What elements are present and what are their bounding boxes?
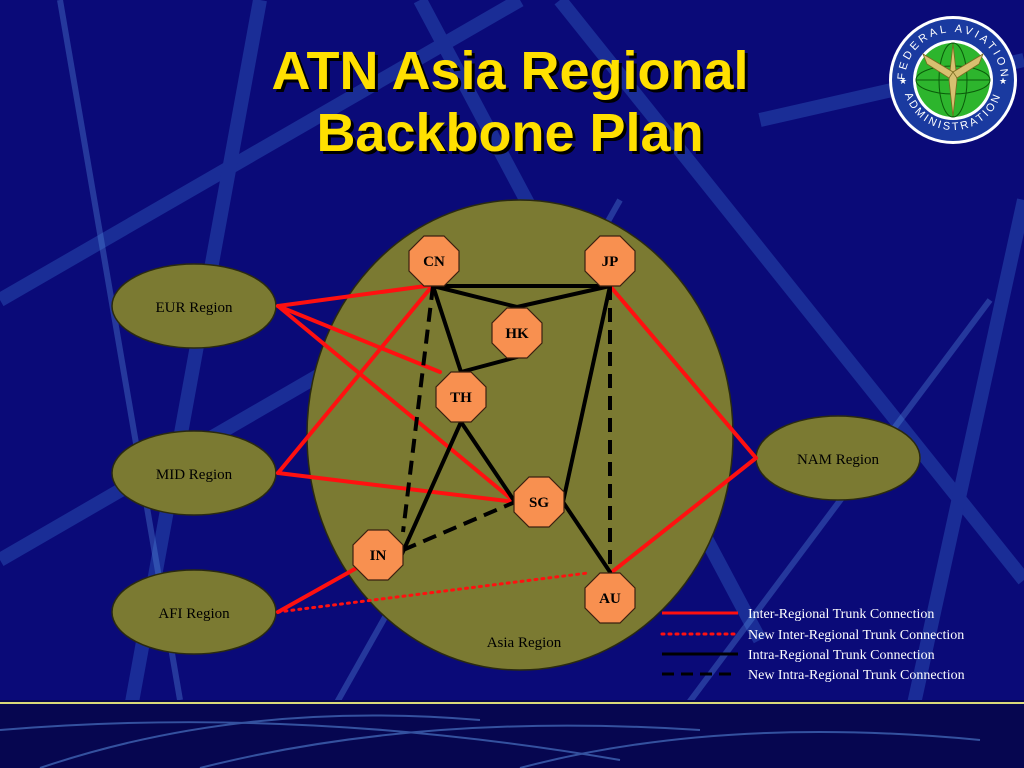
node-jp-label: JP (602, 254, 619, 270)
link-eur-cn (276, 283, 435, 308)
node-in-label: IN (370, 548, 387, 564)
link-eur-sg (276, 304, 517, 504)
node-jp: JP (584, 235, 636, 287)
asia-region-label: Asia Region (487, 635, 562, 651)
node-au: AU (584, 572, 636, 624)
afi-region-label: AFI Region (158, 606, 230, 622)
node-in: IN (352, 529, 404, 581)
link-cn-hk (431, 284, 519, 309)
slide-title: ATN Asia Regional Backbone Plan (150, 40, 870, 164)
nam-region: NAM Region (755, 415, 921, 501)
link-sg-au (561, 500, 612, 574)
node-th-label: TH (450, 390, 472, 406)
node-hk-label: HK (505, 326, 529, 342)
new-intra-regional-connections (401, 285, 612, 572)
legend-label: Intra-Regional Trunk Connection (748, 648, 935, 663)
nam-region-label: NAM Region (797, 452, 880, 468)
faa-seal-logo: FEDERAL AVIATION ADMINISTRATION ★ ★ (889, 16, 1017, 144)
node-au-label: AU (599, 591, 621, 607)
legend-item-intra-regional: Intra-Regional Trunk Connection (662, 648, 935, 663)
legend-item-inter-regional: Inter-Regional Trunk Connection (662, 607, 934, 622)
link-hk-th (459, 355, 519, 374)
node-sg: SG (513, 476, 565, 528)
link-nam-jp (608, 284, 758, 460)
link-eur-th (276, 304, 442, 374)
link-jp-sg (561, 284, 612, 504)
eur-region: EUR Region (111, 263, 277, 349)
title-line-1: ATN Asia Regional (271, 41, 749, 101)
legend: Inter-Regional Trunk Connection New Inte… (660, 607, 965, 683)
link-afi-au (276, 571, 590, 614)
node-cn: CN (408, 235, 460, 287)
mid-region-label: MID Region (156, 467, 233, 483)
eur-region-label: EUR Region (155, 300, 233, 316)
legend-label: New Intra-Regional Trunk Connection (748, 668, 965, 683)
legend-item-new-inter-regional: New Inter-Regional Trunk Connection (660, 628, 964, 643)
node-hk: HK (491, 307, 543, 359)
new-inter-regional-connections (276, 571, 590, 614)
legend-label: New Inter-Regional Trunk Connection (748, 628, 964, 643)
intra-regional-connections (399, 284, 612, 574)
afi-region: AFI Region (111, 569, 277, 655)
node-th: TH (435, 371, 487, 423)
svg-text:★: ★ (899, 76, 907, 86)
link-mid-sg (276, 471, 517, 504)
link-in-sg (402, 500, 516, 552)
node-cn-label: CN (423, 254, 445, 270)
link-nam-au (610, 456, 758, 574)
link-th-sg (459, 420, 517, 504)
legend-item-new-intra-regional: New Intra-Regional Trunk Connection (662, 668, 965, 683)
link-cn-in (401, 285, 435, 533)
link-jp-hk (515, 284, 612, 309)
legend-label: Inter-Regional Trunk Connection (748, 607, 934, 622)
svg-text:★: ★ (999, 76, 1007, 86)
node-sg-label: SG (529, 495, 549, 511)
link-cn-th (431, 284, 463, 374)
link-th-in (399, 420, 463, 558)
link-mid-cn (276, 283, 435, 475)
mid-region: MID Region (111, 430, 277, 516)
title-line-2: Backbone Plan (316, 103, 704, 163)
